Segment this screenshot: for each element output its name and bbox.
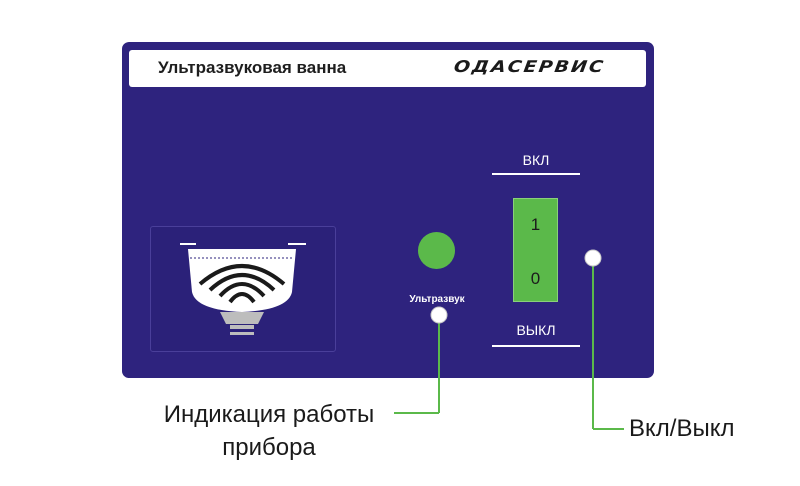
indicator-callout-line2: прибора bbox=[222, 434, 316, 461]
indicator-callout-text: Индикация работы прибора bbox=[150, 398, 388, 464]
power-rocker-switch[interactable]: 1 0 bbox=[513, 198, 558, 302]
panel-header bbox=[129, 50, 646, 87]
indicator-callout-line1: Индикация работы bbox=[163, 401, 375, 428]
switch-bottom-divider bbox=[492, 345, 580, 347]
switch-on-label: ВКЛ bbox=[522, 152, 550, 168]
ultrasonic-bath-icon bbox=[180, 243, 306, 335]
panel-title: Ультразвуковая ванна bbox=[158, 58, 347, 77]
indicator-callout-dot bbox=[430, 306, 448, 324]
rocker-position-zero: 0 bbox=[530, 269, 541, 288]
ultrasound-indicator-label: Ультразвук bbox=[409, 294, 465, 305]
switch-callout-dot bbox=[584, 249, 602, 267]
ultrasound-indicator-led bbox=[418, 232, 455, 269]
switch-callout-text: Вкл/Выкл bbox=[629, 415, 735, 442]
switch-top-divider bbox=[492, 173, 580, 175]
rocker-position-one: 1 bbox=[530, 215, 541, 234]
switch-off-label: ВЫКЛ bbox=[516, 322, 556, 338]
